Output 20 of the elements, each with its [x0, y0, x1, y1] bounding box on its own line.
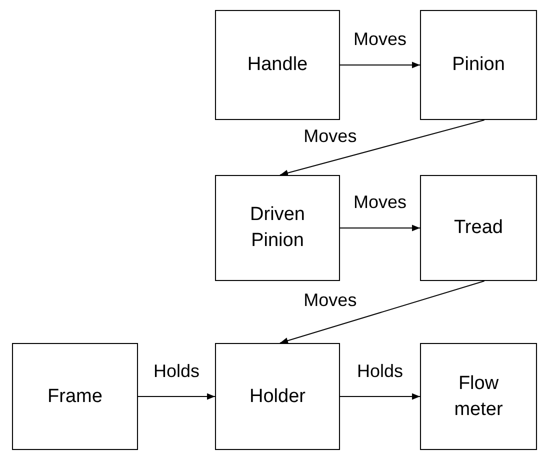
box-text: Tread [454, 216, 503, 240]
box-text: Pinion [452, 53, 505, 78]
process-box [215, 10, 340, 120]
arrow [280, 280, 485, 344]
box-text: Holder [250, 384, 306, 409]
box-text: Handle [247, 53, 308, 78]
process-box [420, 343, 537, 450]
arrow [340, 62, 420, 68]
box-text: Driven Pinion [249, 203, 306, 253]
process-box [215, 343, 340, 450]
arrow [280, 120, 485, 176]
process-box [215, 175, 340, 281]
box-text: Flow meter [453, 372, 504, 422]
arrow [340, 393, 420, 400]
arrow [138, 393, 216, 400]
arrow [340, 224, 420, 232]
process-box [420, 175, 537, 281]
box-text: Frame [48, 384, 102, 409]
process-box [420, 10, 537, 120]
process-box [12, 343, 138, 450]
